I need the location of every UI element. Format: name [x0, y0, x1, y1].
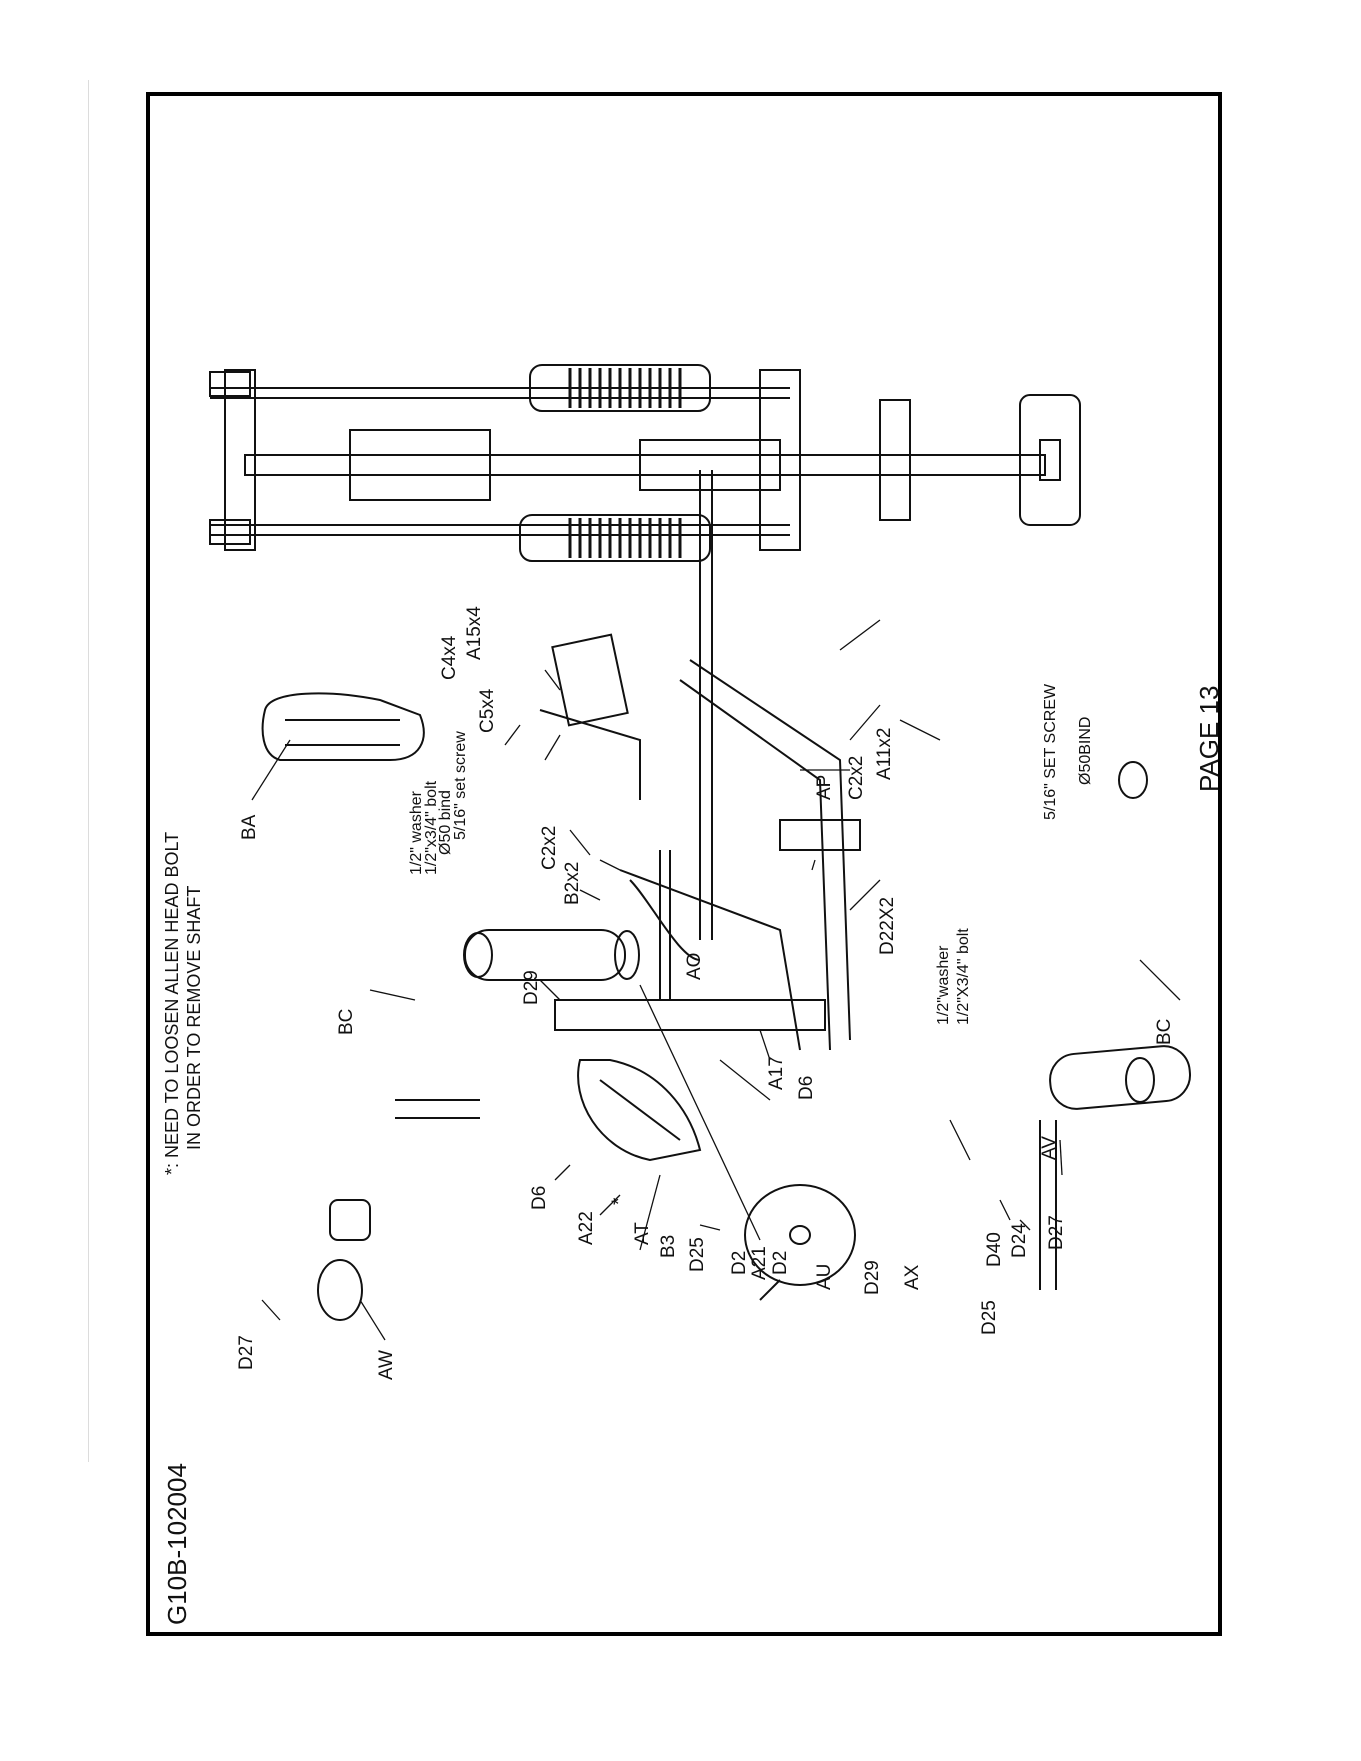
callout-ba: BA: [239, 814, 260, 840]
callout-bc-bottom: BC: [1154, 1019, 1175, 1045]
callout-d40: D40: [984, 1232, 1005, 1267]
callout-b3: B3: [658, 1235, 679, 1258]
callout-ap: AP: [814, 775, 835, 800]
backrest-pad: [261, 692, 425, 761]
callout-d27-top: D27: [236, 1335, 257, 1370]
callout-av: AV: [1039, 1136, 1060, 1160]
callout-d25-left: D25: [687, 1237, 708, 1272]
callout-d25-right: D25: [979, 1300, 1000, 1335]
drawing-frame: [146, 92, 1222, 1636]
note-bind-bottom: Ø50BIND: [1077, 717, 1094, 785]
note-washer-bottom: 1/2"washer: [935, 945, 952, 1025]
callout-d22x2: D22X2: [877, 897, 898, 955]
callout-d6-left: D6: [529, 1186, 550, 1210]
callout-c2x2-right: C2x2: [846, 756, 867, 800]
seat-pad-at: [577, 1059, 702, 1162]
note-line-2: IN ORDER TO REMOVE SHAFT: [184, 886, 204, 1150]
callout-d2-b: D2: [770, 1251, 791, 1275]
machine-frame: [209, 369, 1081, 551]
roller-pad-bottom: [1039, 761, 1192, 1290]
model-number: G10B-102004: [162, 1463, 192, 1625]
callout-c4x4: C4x4: [439, 635, 460, 680]
callout-a21: A21: [749, 1246, 770, 1280]
callout-at: AT: [632, 1222, 653, 1245]
note-line-1: *: NEED TO LOOSEN ALLEN HEAD BOLT: [162, 832, 182, 1175]
callout-c5x4: C5x4: [477, 688, 498, 733]
roller-pad-top: [317, 929, 640, 1321]
note-bolt-bottom: 1/2"X3/4" bolt: [955, 928, 972, 1025]
note-setscrew-bottom: 5/16" SET SCREW: [1042, 683, 1059, 820]
callout-b2x2: B2x2: [562, 862, 583, 905]
callout-d24: D24: [1009, 1223, 1030, 1258]
callout-d29-bottom: D29: [862, 1260, 883, 1295]
adjustment-disc-ax: [744, 1184, 856, 1301]
weight-stack-left: [529, 364, 711, 412]
note-setscrew-top: 5/16" set screw: [452, 731, 469, 840]
callout-d2-a: D2: [729, 1251, 750, 1275]
callout-d6-right: D6: [796, 1076, 817, 1100]
callout-au: AU: [814, 1264, 835, 1290]
callout-ao: AO: [684, 953, 705, 980]
note-washer-top: 1/2" washer: [408, 790, 425, 875]
callout-star: *: [609, 1197, 630, 1205]
callout-a11x2: A11x2: [874, 728, 895, 780]
margin-rule: [88, 80, 89, 1462]
callout-a15x4: A15x4: [464, 606, 485, 660]
leader-lines: [251, 619, 1181, 1341]
note-bolt-top: 1/2"x3/4" bolt: [423, 780, 440, 875]
callout-c2x2-top: C2x2: [539, 826, 560, 870]
callout-ax: AX: [902, 1264, 923, 1290]
weight-stack-right: [519, 514, 711, 562]
leg-extension-frame: [539, 470, 861, 1051]
callout-bc-top: BC: [336, 1009, 357, 1035]
callout-aw: AW: [376, 1350, 397, 1380]
note-bind-top: Ø50 bind: [437, 790, 454, 855]
callout-a17: A17: [766, 1056, 787, 1090]
callout-d29-top: D29: [521, 970, 542, 1005]
page-number: PAGE 13: [1194, 686, 1224, 792]
callout-a22: A22: [576, 1211, 597, 1245]
callout-d27-bottom: D27: [1046, 1215, 1067, 1250]
